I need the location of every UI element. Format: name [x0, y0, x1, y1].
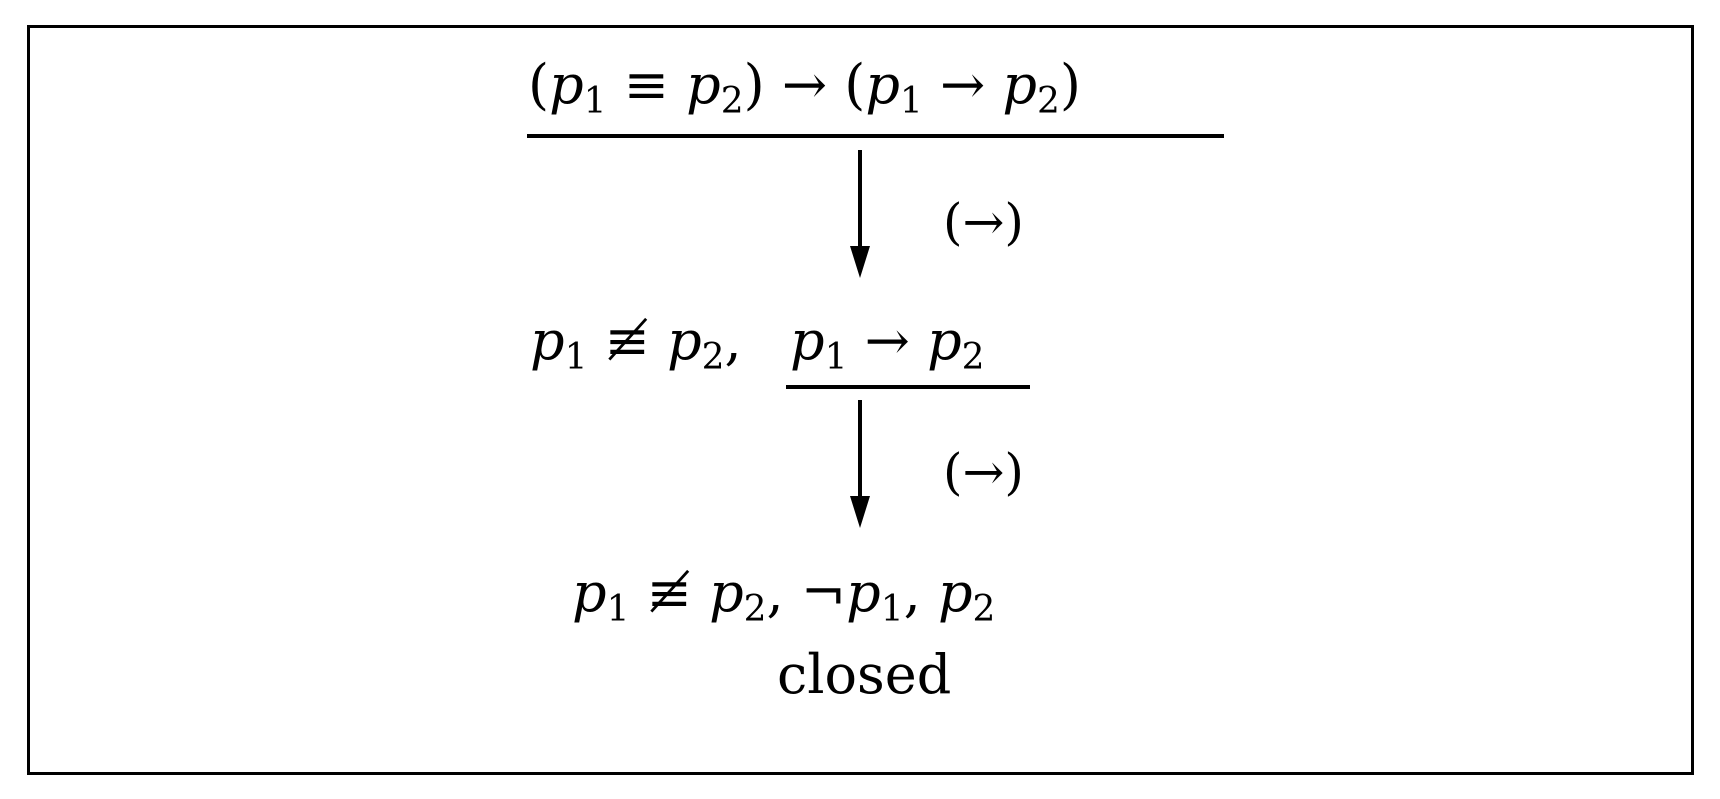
variable: p	[937, 561, 973, 624]
variable: p	[549, 53, 584, 116]
subscript: 2	[961, 337, 985, 378]
operator: →	[922, 53, 1003, 116]
operator: ≢	[587, 309, 668, 372]
variable: p	[846, 561, 881, 624]
subscript: 1	[583, 81, 607, 122]
node2-underline	[786, 385, 1030, 389]
subscript: 2	[701, 337, 725, 378]
variable: p	[790, 309, 825, 372]
operator: (	[528, 53, 550, 116]
operator: ,	[903, 561, 938, 624]
leaf-formula: p1 ≢ p2, ¬p1, p2	[572, 566, 995, 628]
variable: p	[530, 309, 565, 372]
arrow-down-icon	[850, 400, 870, 528]
operator: →	[847, 309, 928, 372]
variable: p	[572, 561, 607, 624]
variable: p	[865, 53, 900, 116]
diagram-frame	[27, 25, 1694, 775]
subscript: 2	[743, 589, 767, 630]
variable: p	[927, 309, 962, 372]
rule-label-1: (→)	[943, 193, 1024, 251]
operator: ≢	[629, 561, 710, 624]
closed-status: closed	[777, 643, 952, 706]
variable: p	[686, 53, 721, 116]
rule-label-2: (→)	[943, 443, 1024, 501]
root-underline	[527, 134, 1224, 138]
operator: ≡	[606, 53, 687, 116]
arrow-down-icon	[850, 150, 870, 278]
operator: )	[1059, 53, 1081, 116]
subscript: 2	[972, 589, 996, 630]
node2-active-formula: p1 → p2	[790, 314, 985, 376]
node2-prefix: p1 ≢ p2,	[530, 314, 742, 376]
subscript: 1	[824, 337, 848, 378]
subscript: 1	[606, 589, 630, 630]
operator: , ¬	[766, 561, 847, 624]
variable: p	[709, 561, 744, 624]
root-formula: (p1 ≡ p2) → (p1 → p2)	[528, 58, 1081, 120]
subscript: 1	[880, 589, 904, 630]
subscript: 1	[899, 81, 923, 122]
subscript: 1	[564, 337, 588, 378]
subscript: 2	[720, 81, 744, 122]
variable: p	[1002, 53, 1037, 116]
variable: p	[667, 309, 702, 372]
subscript: 2	[1036, 81, 1060, 122]
operator: ,	[724, 309, 742, 372]
operator: ) → (	[743, 53, 866, 116]
